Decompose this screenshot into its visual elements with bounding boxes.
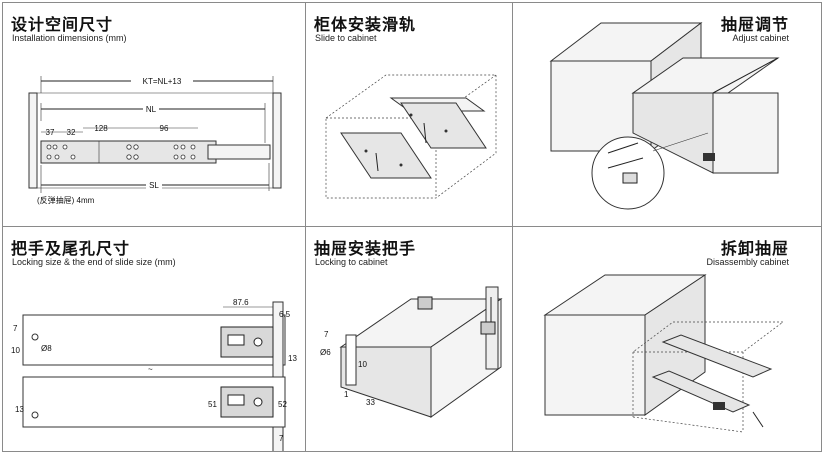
front-panel-edge [345,334,357,386]
cabinet-back-wall [272,92,282,189]
panel-title-zh: 把手及尾孔尺寸 [11,241,131,258]
sl-label: SL [149,181,159,190]
slide-rail-inner [207,144,271,160]
dim-87-6: 87.6 [233,298,249,307]
lower-slide-rail [340,132,432,179]
release-lever [713,402,725,410]
panel-title-zh: 柜体安装滑轨 [314,17,417,34]
slide-install-drawing [325,74,497,199]
dim-32: 32 [67,128,76,137]
mounting-holes [46,144,196,160]
panel-title-en: Locking to cabinet [315,257,388,267]
dim-13-left: 13 [15,405,24,414]
svg-text:~: ~ [148,365,153,374]
panel-title-zh: 抽屉安装把手 [314,241,417,258]
upper-slide-rail [400,102,487,149]
drawer-front [712,92,779,174]
panel-locking-to-cabinet: 抽屉安装把手 Locking to cabinet 7 Ø6 10 33 1 [306,227,513,451]
dim-51: 51 [208,400,217,409]
panel-title-zh: 抽屉调节 [720,17,789,34]
drawer-body [632,92,714,174]
dim-128: 128 [94,124,108,133]
dim-7-bottom: 7 [279,434,284,443]
dim-33: 33 [366,398,375,407]
adjust-screw [703,153,715,161]
disassembly-drawing [543,274,785,433]
locking-device-top [220,326,274,358]
slide-rail [661,334,773,378]
dim-13-right: 13 [288,354,297,363]
locking-drawing: 87.6 6.5 7 10 Ø8 13 13 51 52 7 [11,298,297,451]
adjust-drawing [549,21,780,210]
lock-cabinet-drawing: 7 Ø6 10 33 1 [320,286,503,418]
slide-rail-outer [40,140,217,164]
dim-7: 7 [324,330,329,339]
dim-6-5: 6.5 [279,310,291,319]
dim-52: 52 [278,400,287,409]
dim-10: 10 [11,346,20,355]
panel-adjust-cabinet: 抽屉调节 Adjust cabinet [513,3,821,227]
end-hole-top [31,333,39,341]
dim-7-top: 7 [13,324,18,333]
kt-label: KT=NL+13 [143,77,182,86]
dim-diameter-6: Ø6 [320,348,331,357]
panel-installation-dimensions: 设计空间尺寸 Installation dimensions (mm) KT=N… [3,3,306,227]
lower-rail [651,370,751,413]
nl-label: NL [146,105,157,114]
dim-1: 1 [344,390,349,399]
panel-title-zh: 拆卸抽屉 [720,241,789,258]
clearance-note: (反弹抽屉) 4mm [37,195,95,205]
cabinet-outline [325,74,497,199]
panel-title-en: Locking size & the end of slide size (mm… [12,257,176,267]
dim-10: 10 [358,360,367,369]
panel-title-en: Slide to cabinet [315,33,377,43]
panel-locking-size: 把手及尾孔尺寸 Locking size & the end of slide … [3,227,306,451]
cabinet-front-wall [28,92,38,189]
panel-title-en: Disassembly cabinet [706,257,789,267]
dim-diameter-8: Ø8 [41,344,52,353]
end-hole-bottom [31,411,39,419]
panel-title-zh: 设计空间尺寸 [11,17,114,34]
panel-title-en: Adjust cabinet [732,33,789,43]
locking-device-bottom [220,386,274,418]
panel-slide-to-cabinet: 柜体安装滑轨 Slide to cabinet [306,3,513,227]
dim-37: 37 [46,128,55,137]
installation-drawing: KT=NL+13 NL 37 32 128 96 [28,76,282,205]
locking-clip [417,296,496,335]
dim-96: 96 [160,124,169,133]
panel-disassembly-cabinet: 拆卸抽屉 Disassembly cabinet [513,227,821,451]
cabinet-side [544,314,646,416]
panel-title-en: Installation dimensions (mm) [12,33,127,43]
